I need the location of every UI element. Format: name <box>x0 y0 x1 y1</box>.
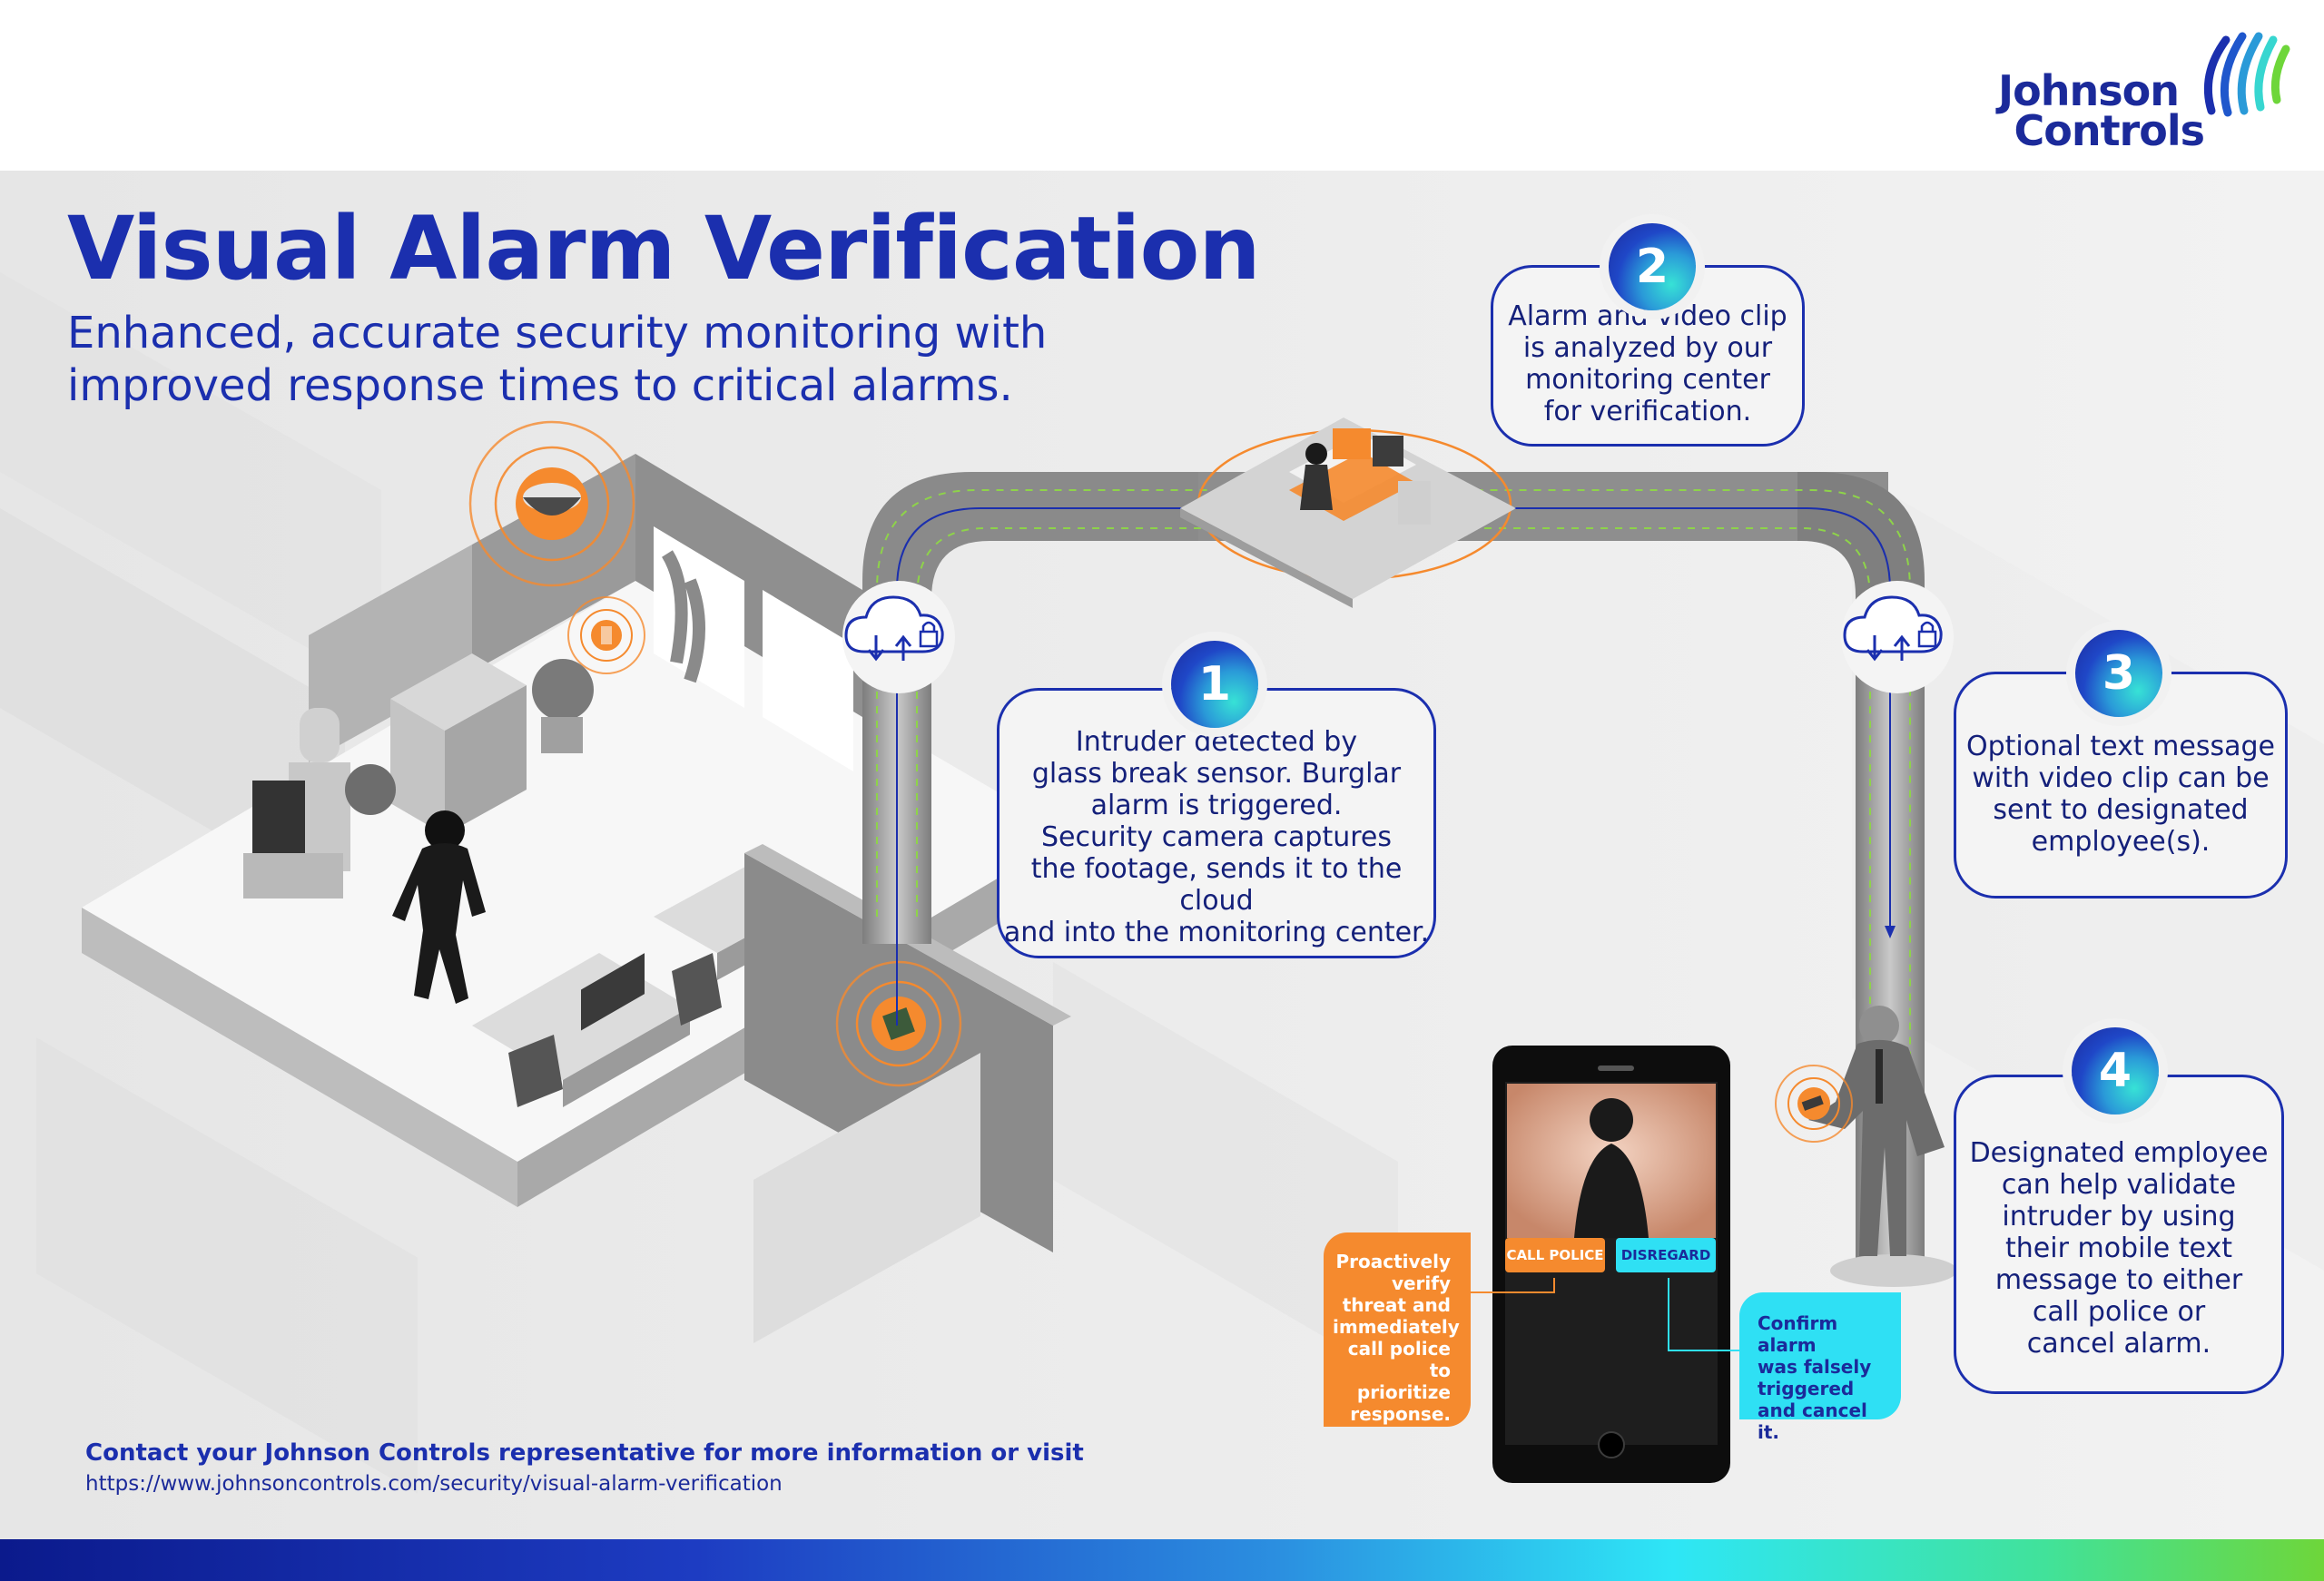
step-3-box: Optional text message with video clip ca… <box>1954 672 2288 899</box>
header-band <box>0 0 2324 171</box>
logo-wave-icon <box>2203 32 2290 117</box>
cancel-alarm-callout: Confirm alarm was falsely triggered and … <box>1739 1292 1901 1443</box>
step-3-text: Optional text message with video clip ca… <box>1966 731 2275 858</box>
step-3-badge: 3 <box>2075 630 2162 717</box>
page-title: Visual Alarm Verification <box>67 198 1261 300</box>
step-2-badge: 2 <box>1609 223 1696 310</box>
step-2-text: Alarm and video clip is analyzed by our … <box>1508 300 1787 427</box>
disregard-button[interactable]: DISREGARD <box>1616 1238 1716 1272</box>
step-4-badge: 4 <box>2072 1027 2159 1115</box>
mobile-alert-icon <box>1775 1065 1853 1143</box>
security-camera-icon <box>468 420 635 587</box>
step-1-box: Intruder detected by glass break sensor.… <box>997 688 1436 958</box>
intruder-figure <box>392 810 486 1004</box>
logo-text-controls: Controls <box>2014 106 2205 155</box>
call-police-button[interactable]: CALL POLICE <box>1505 1238 1605 1272</box>
footer-gradient-bar <box>0 1539 2324 1581</box>
step-4-box: Designated employee can help validate in… <box>1954 1075 2284 1394</box>
cloud-upload-download-lock-icon-2 <box>1841 581 1954 693</box>
page-subtitle: Enhanced, accurate security monitoring w… <box>67 308 1048 411</box>
smartphone <box>1492 1046 1730 1483</box>
brand-logo: Johnson Controls <box>1997 27 2297 154</box>
step-1-text: Intruder detected by glass break sensor.… <box>1003 725 1430 948</box>
cloud-upload-download-lock-icon <box>842 581 955 693</box>
contact-url-link[interactable]: https://www.johnsoncontrols.com/security… <box>85 1472 783 1496</box>
logo-text-johnson: Johnson <box>1998 66 2180 115</box>
employee-figure <box>1808 1006 1957 1287</box>
step-4-text: Designated employee can help validate in… <box>1969 1136 2269 1360</box>
call-police-callout: Proactively verify threat and immediatel… <box>1324 1232 1471 1427</box>
glass-break-sensor-icon <box>567 596 645 674</box>
monitoring-center-icon <box>1180 417 1516 608</box>
keypad-sensor-icon <box>835 960 962 1087</box>
step-1-badge: 1 <box>1171 641 1258 728</box>
contact-text: Contact your Johnson Controls representa… <box>85 1439 1084 1467</box>
